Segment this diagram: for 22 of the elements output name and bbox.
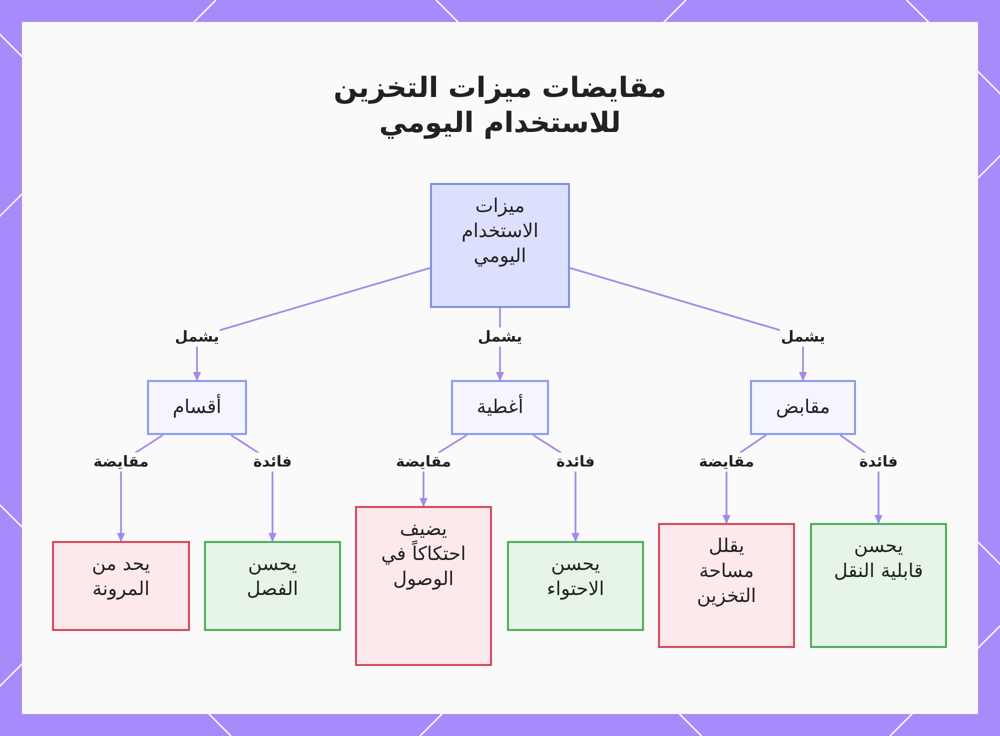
- edge-label: مقايضة: [394, 452, 452, 472]
- edge-label: يشمل: [780, 328, 826, 346]
- edge-label: يشمل: [174, 328, 220, 346]
- category-box: مقابض: [750, 380, 856, 435]
- tradeoff-box: يحد من المرونة: [52, 541, 190, 631]
- benefit-box: يحسن الفصل: [204, 541, 341, 631]
- benefit-box: يحسن قابلية النقل: [810, 523, 947, 648]
- category-box: أقسام: [147, 380, 247, 435]
- tradeoff-box: يقلل مساحة التخزين: [658, 523, 795, 648]
- edge-label: فائدة: [858, 452, 899, 472]
- tradeoff-box: يضيف احتكاكاً في الوصول: [355, 506, 492, 666]
- category-box: أغطية: [451, 380, 549, 435]
- edge-label: يشمل: [476, 328, 524, 346]
- edge-label: فائدة: [555, 452, 596, 472]
- edge-label: فائدة: [252, 452, 293, 472]
- connector: [193, 267, 430, 380]
- connector: [570, 267, 807, 380]
- root-box: ميزات الاستخدام اليومي: [430, 183, 570, 308]
- benefit-box: يحسن الاحتواء: [507, 541, 644, 631]
- edge-label: مقايضة: [92, 452, 150, 472]
- edge-label: مقايضة: [698, 452, 756, 472]
- title: مقايضات ميزات التخزين للاستخدام اليومي: [332, 70, 668, 140]
